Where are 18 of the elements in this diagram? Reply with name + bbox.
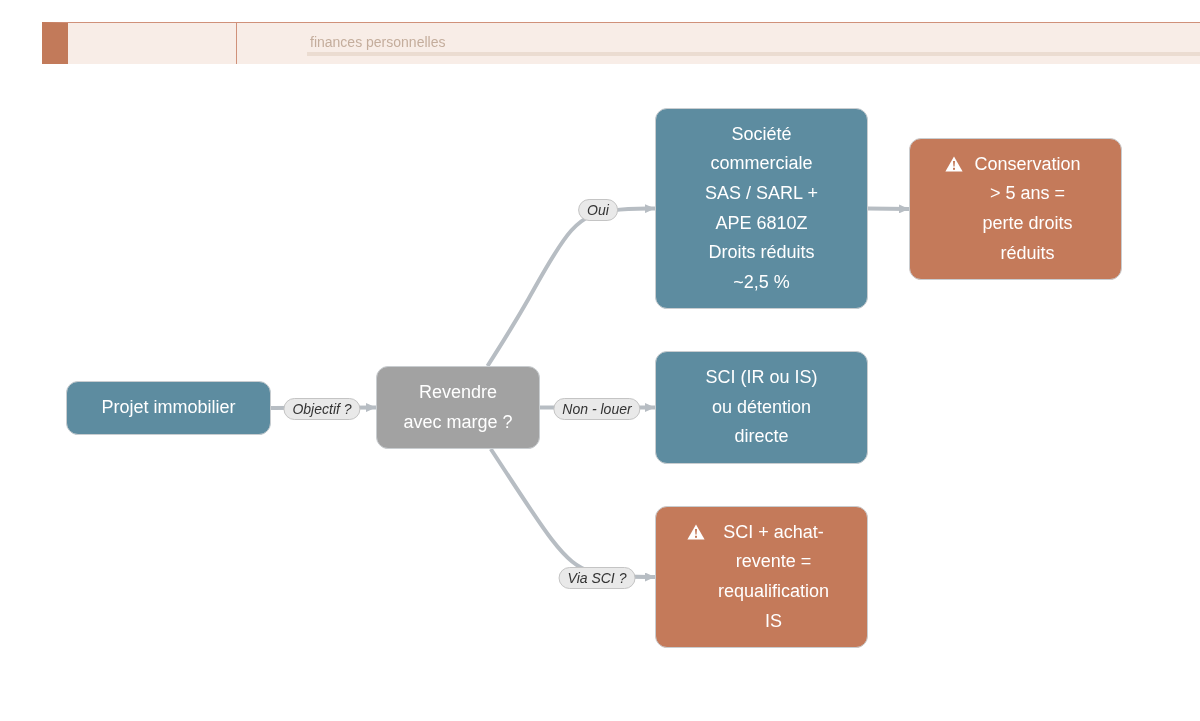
subtitle-text: finances personnelles: [310, 34, 446, 51]
edge-label: Objectif ?: [283, 398, 361, 420]
node-text: Société commerciale SAS / SARL + APE 6810Z Droits réduits ~2,5 %: [704, 122, 819, 294]
edge-label: Oui: [578, 199, 618, 221]
decision-box: [376, 366, 540, 449]
warning-box: [655, 506, 868, 648]
node-text: Revendre avec marge ?: [402, 380, 514, 434]
node-text: Projet immobilier: [101, 396, 236, 420]
warning-box: [909, 138, 1122, 280]
node-text: SCI (IR ou IS) ou détention directe: [704, 366, 819, 449]
node-text: Conservation > 5 ans = perte droits réduits: [973, 152, 1082, 265]
process-box: [655, 108, 868, 309]
process-box: [66, 381, 271, 435]
connector-arrow: [867, 204, 910, 214]
edge-label: Via SCI ?: [558, 567, 636, 589]
process-box: [655, 351, 868, 464]
edge-label: Non - louer: [553, 398, 641, 420]
node-text: SCI + achat-revente = requalification IS: [716, 520, 831, 633]
